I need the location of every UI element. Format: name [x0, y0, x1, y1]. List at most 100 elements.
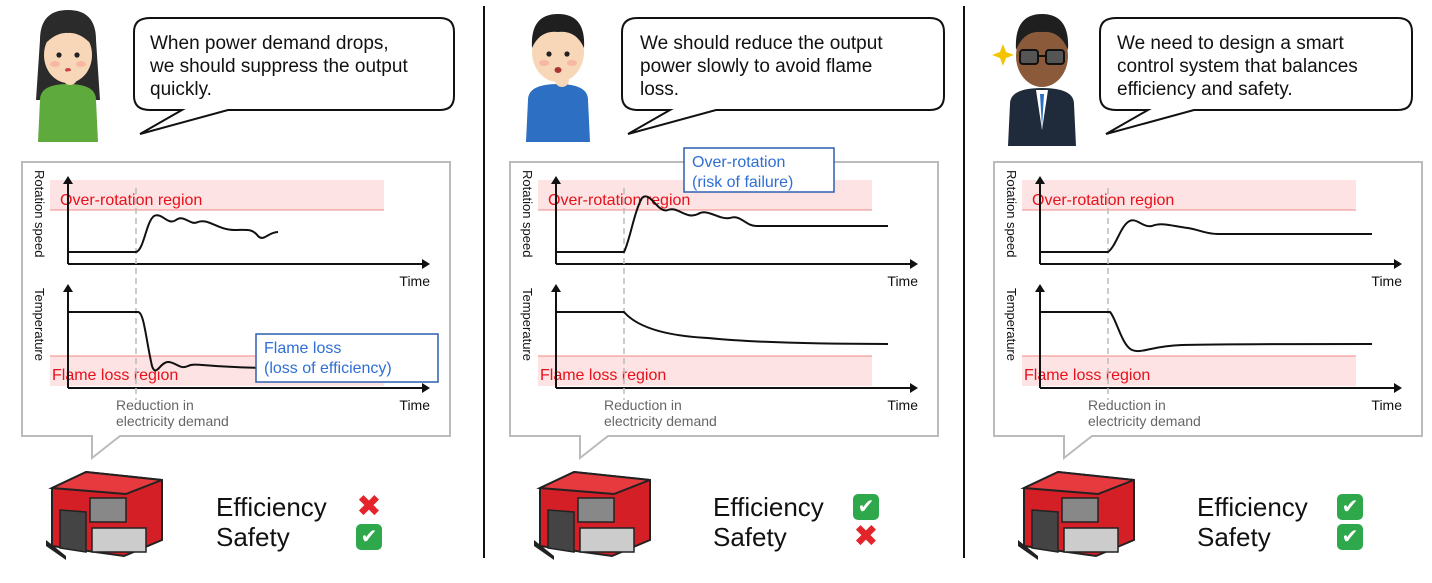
verdict: Efficiency ✖ Safety ✔	[216, 492, 382, 552]
event-label-line-1: Reduction in	[1088, 397, 1166, 413]
verdict: Efficiency✔ Safety✖	[713, 492, 879, 552]
rotation-ylabel: Rotation speed	[520, 170, 535, 257]
generator-panel	[1061, 497, 1099, 523]
flame-loss-label: Flame loss region	[52, 367, 178, 384]
generator-fins	[1063, 527, 1119, 553]
speech-line-1: We should reduce the output	[640, 33, 883, 54]
temperature-x-arrow	[910, 383, 918, 393]
temperature-curve	[556, 311, 889, 345]
time-label-bottom: Time	[399, 397, 430, 413]
generator-frame	[534, 540, 554, 560]
safety-label: Safety	[216, 521, 290, 552]
efficiency-label: Efficiency	[216, 491, 327, 522]
event-label-line-2: electricity demand	[604, 413, 717, 429]
temperature-x-arrow	[422, 383, 430, 393]
generator-engine	[547, 509, 575, 553]
generator-icon	[46, 470, 163, 560]
speech-text: We need to design a smart control system…	[1117, 32, 1358, 101]
flame-loss-label: Flame loss region	[540, 367, 666, 384]
temperature-curve	[68, 311, 279, 372]
generator-icon	[534, 470, 651, 560]
engineer-glasses-icon	[992, 14, 1076, 146]
over-rotation-region	[50, 180, 384, 210]
event-label-line-1: Reduction in	[116, 397, 194, 413]
rotation-y-arrow	[1035, 176, 1045, 184]
woman-thinking-icon	[36, 10, 100, 142]
speech-text: We should reduce the output power slowly…	[640, 32, 883, 101]
rotation-y-arrow	[551, 176, 561, 184]
temperature-x-arrow	[1394, 383, 1402, 393]
man-thinking-icon	[526, 14, 590, 142]
rotation-y-arrow	[63, 176, 73, 184]
temperature-y-arrow	[551, 284, 561, 292]
generator-engine	[59, 509, 87, 553]
speech-bubble	[1099, 17, 1413, 135]
annotation-line-2: (risk of failure)	[692, 174, 793, 191]
rotation-curve	[68, 214, 279, 253]
generator-engine	[1031, 509, 1059, 553]
time-label-bottom: Time	[1371, 397, 1402, 413]
annotation-line-1: Flame loss	[264, 340, 341, 357]
safety-mark-check-icon: ✔	[1337, 524, 1363, 550]
flame-loss-region	[1022, 356, 1356, 386]
event-label-line-2: electricity demand	[116, 413, 229, 429]
rotation-x-arrow	[422, 259, 430, 269]
generator-top	[1020, 470, 1135, 496]
divider	[963, 6, 965, 558]
flame-loss-label: Flame loss region	[1024, 367, 1150, 384]
speech-bubble	[133, 17, 455, 135]
rotation-curve	[556, 195, 888, 253]
event-label-line-2: electricity demand	[1088, 413, 1201, 429]
annotation-box	[683, 147, 835, 193]
annotation-line-1: Over-rotation	[692, 154, 785, 171]
rotation-curve	[1040, 219, 1372, 253]
generator-panel	[89, 497, 127, 523]
generator-icon	[1018, 470, 1135, 560]
speech-text: When power demand drops, we should suppr…	[150, 32, 408, 101]
generator-fins	[579, 527, 635, 553]
speech-line-2: control system that balances	[1117, 56, 1358, 77]
efficiency-label: Efficiency	[1197, 491, 1308, 522]
temperature-y-arrow	[63, 284, 73, 292]
safety-mark-check-icon: ✔	[356, 524, 382, 550]
speech-line-3: efficiency and safety.	[1117, 79, 1293, 100]
generator-fins	[91, 527, 147, 553]
speech-line-2: we should suppress the output	[150, 56, 408, 77]
generator-panel	[577, 497, 615, 523]
over-rotation-region	[1022, 180, 1356, 210]
event-label-line-1: Reduction in	[604, 397, 682, 413]
verdict: Efficiency ✔ Safety ✔	[1197, 492, 1363, 552]
over-rotation-label: Over-rotation region	[1032, 192, 1174, 209]
safety-mark-cross-icon: ✖	[853, 520, 879, 553]
efficiency-mark-cross-icon: ✖	[356, 490, 382, 523]
temperature-curve	[1040, 311, 1373, 353]
temperature-ylabel: Temperature	[520, 288, 535, 361]
annotation-line-2: (loss of efficiency)	[264, 360, 392, 377]
speech-line-1: When power demand drops,	[150, 33, 389, 54]
rotation-ylabel: Rotation speed	[1004, 170, 1019, 257]
temperature-ylabel: Temperature	[32, 288, 47, 361]
speech-line-1: We need to design a smart	[1117, 33, 1344, 54]
generator-frame	[46, 540, 66, 560]
speech-line-3: loss.	[640, 79, 680, 100]
rotation-x-arrow	[910, 259, 918, 269]
temperature-ylabel: Temperature	[1004, 288, 1019, 361]
time-label-top: Time	[399, 273, 430, 289]
speech-line-3: quickly.	[150, 79, 212, 100]
efficiency-mark-check-icon: ✔	[1337, 494, 1363, 520]
over-rotation-label: Over-rotation region	[548, 192, 690, 209]
safety-label: Safety	[1197, 521, 1271, 552]
flame-loss-region	[538, 356, 872, 386]
speech-line-2: power slowly to avoid flame	[640, 56, 873, 77]
safety-label: Safety	[713, 521, 787, 552]
